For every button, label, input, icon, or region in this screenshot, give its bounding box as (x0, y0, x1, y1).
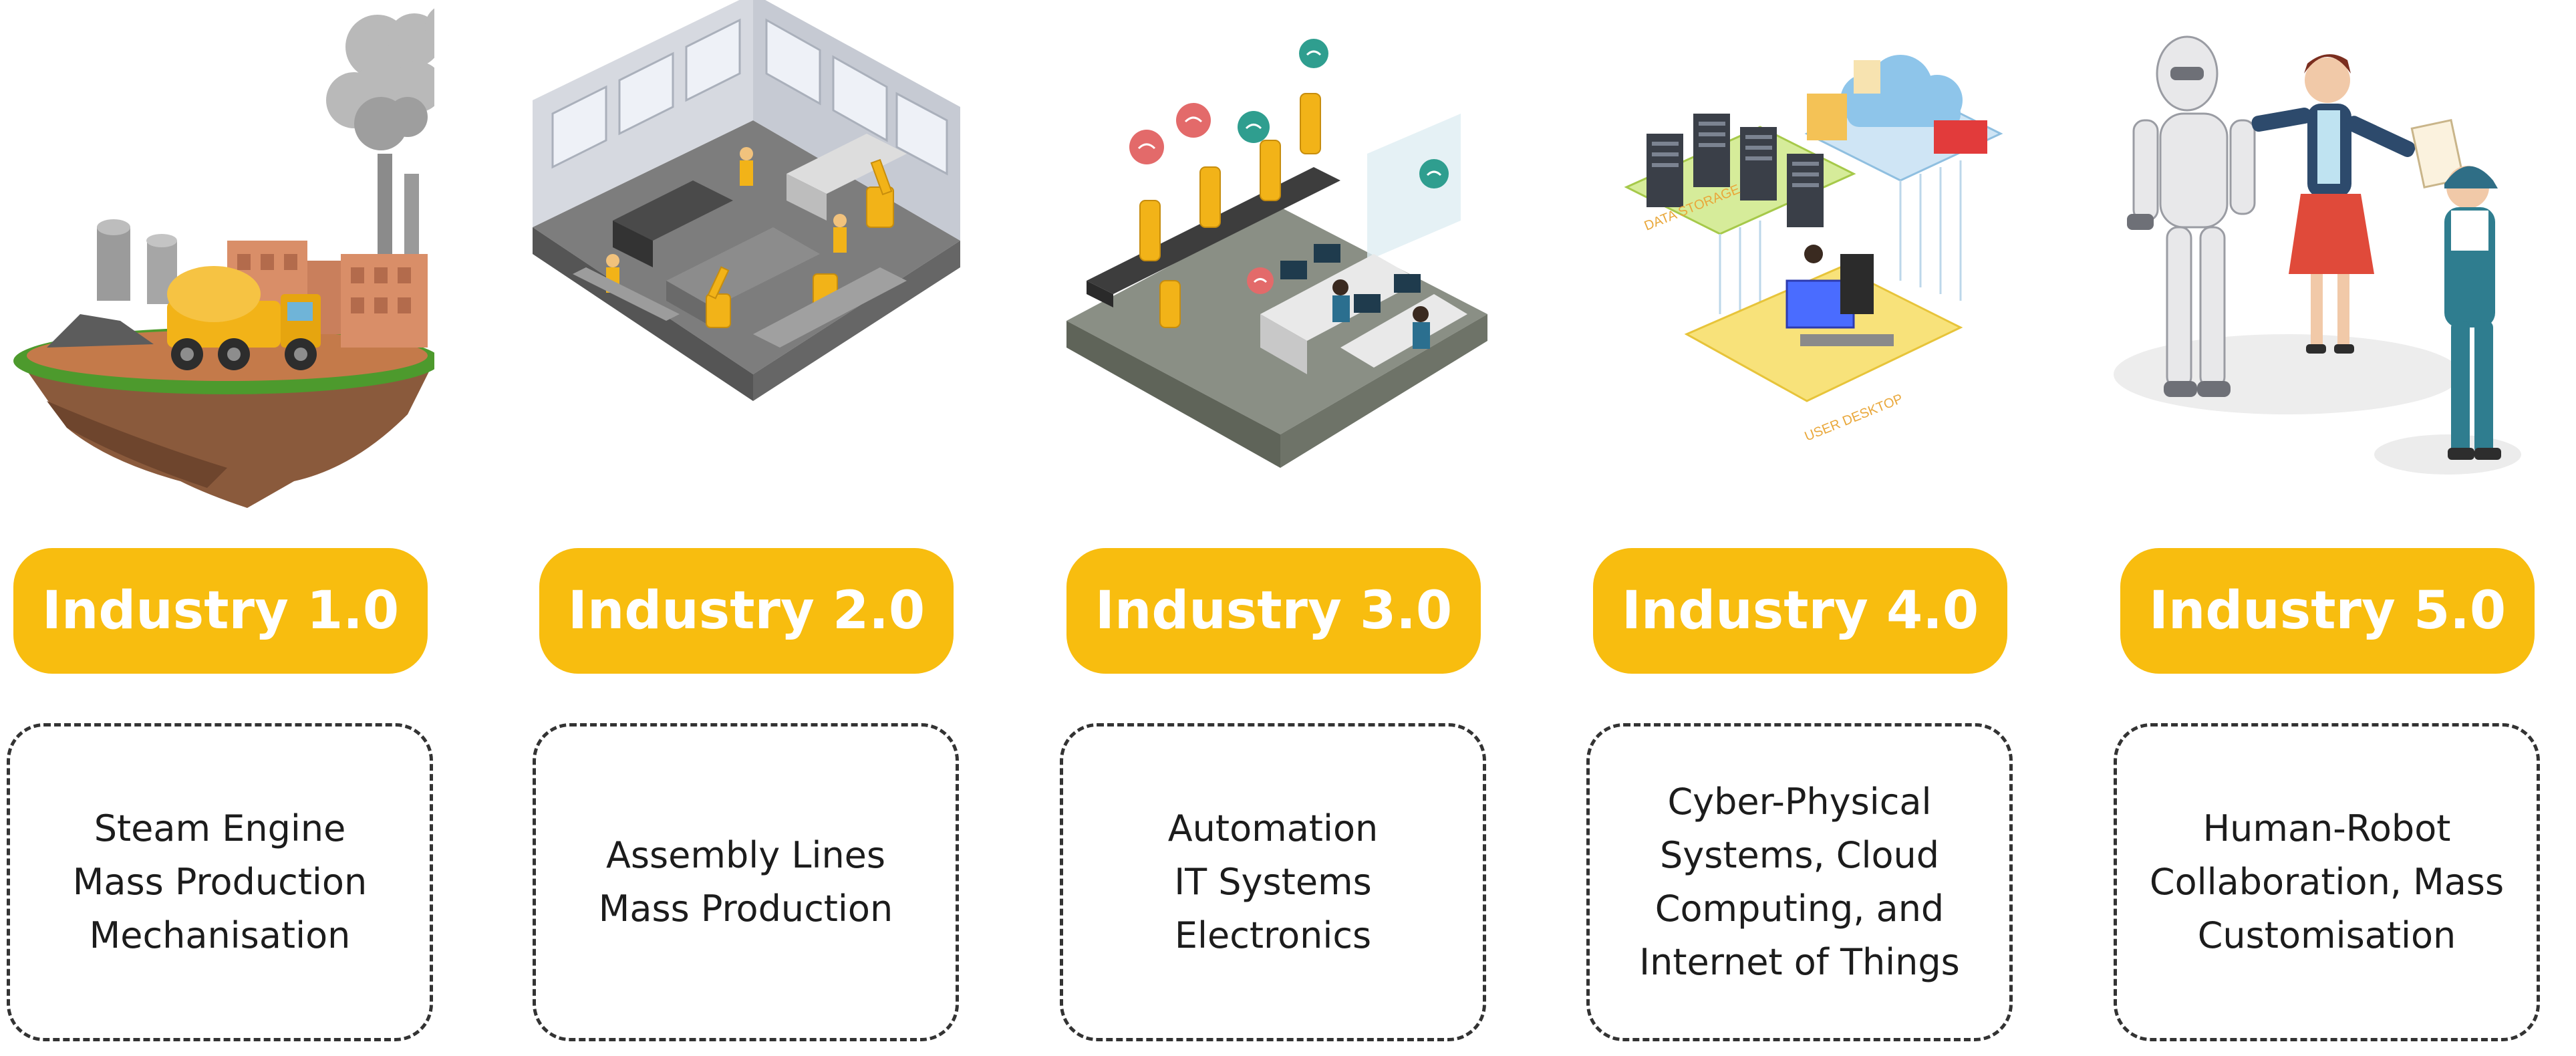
stage-industry-3: Industry 3.0 Automation IT Systems Elect… (1060, 0, 1487, 1056)
cloud-servers-icon: DATA STORAGE USER DESKTOP (1586, 0, 2014, 535)
industry-2-label: Industry 2.0 (567, 581, 925, 641)
industry-5-description-box: Human-Robot Collaboration, Mass Customis… (2114, 723, 2540, 1041)
description-line: Automation (1167, 807, 1379, 849)
industry-2-label-pill: Industry 2.0 (539, 548, 954, 674)
description-line: Mass Production (72, 861, 368, 903)
description-line: Internet of Things (1639, 941, 1960, 983)
industry-4-label-pill: Industry 4.0 (1593, 548, 2007, 674)
industry-3-description-box: Automation IT Systems Electronics (1060, 723, 1486, 1041)
description-line: Computing, and (1655, 888, 1945, 930)
industry-3-label-pill: Industry 3.0 (1066, 548, 1481, 674)
description-line: Cyber-Physical (1667, 781, 1932, 823)
description-line: Steam Engine (94, 807, 346, 849)
description-line: Customisation (2197, 914, 2456, 956)
industry-4-description-box: Cyber-Physical Systems, Cloud Computing,… (1586, 723, 2013, 1041)
human-robot-collaboration-icon (2114, 0, 2541, 535)
description-line: Collaboration, Mass (2149, 861, 2505, 903)
stage-industry-1: Industry 1.0 Steam Engine Mass Productio… (7, 0, 434, 1056)
stage-industry-4: DATA STORAGE USER DESKTOP (1586, 0, 2014, 1056)
stage-industry-2: Industry 2.0 Assembly Lines Mass Product… (533, 0, 960, 1056)
automation-control-room-icon (1060, 0, 1487, 535)
description-line: Mass Production (598, 888, 893, 930)
industry-5-label-pill: Industry 5.0 (2120, 548, 2535, 674)
description-line: Human-Robot (2202, 807, 2451, 849)
description-line: Electronics (1174, 914, 1372, 956)
industry-1-label-pill: Industry 1.0 (13, 548, 428, 674)
description-line: IT Systems (1174, 861, 1372, 903)
factory-island-icon (7, 0, 434, 535)
industry-1-label: Industry 1.0 (41, 581, 400, 641)
description-line: Mechanisation (89, 914, 351, 956)
industry-3-label: Industry 3.0 (1095, 581, 1453, 641)
stage-industry-5: Industry 5.0 Human-Robot Collaboration, … (2114, 0, 2541, 1056)
industry-1-description-box: Steam Engine Mass Production Mechanisati… (7, 723, 433, 1041)
user-desktop-label: USER DESKTOP (1803, 392, 1905, 444)
description-line: Assembly Lines (605, 834, 886, 876)
industry-4-label: Industry 4.0 (1621, 581, 1979, 641)
description-line: Systems, Cloud (1659, 834, 1940, 876)
industry-2-description-box: Assembly Lines Mass Production (533, 723, 959, 1041)
industry-5-label: Industry 5.0 (2148, 581, 2507, 641)
assembly-line-factory-icon (533, 0, 960, 535)
